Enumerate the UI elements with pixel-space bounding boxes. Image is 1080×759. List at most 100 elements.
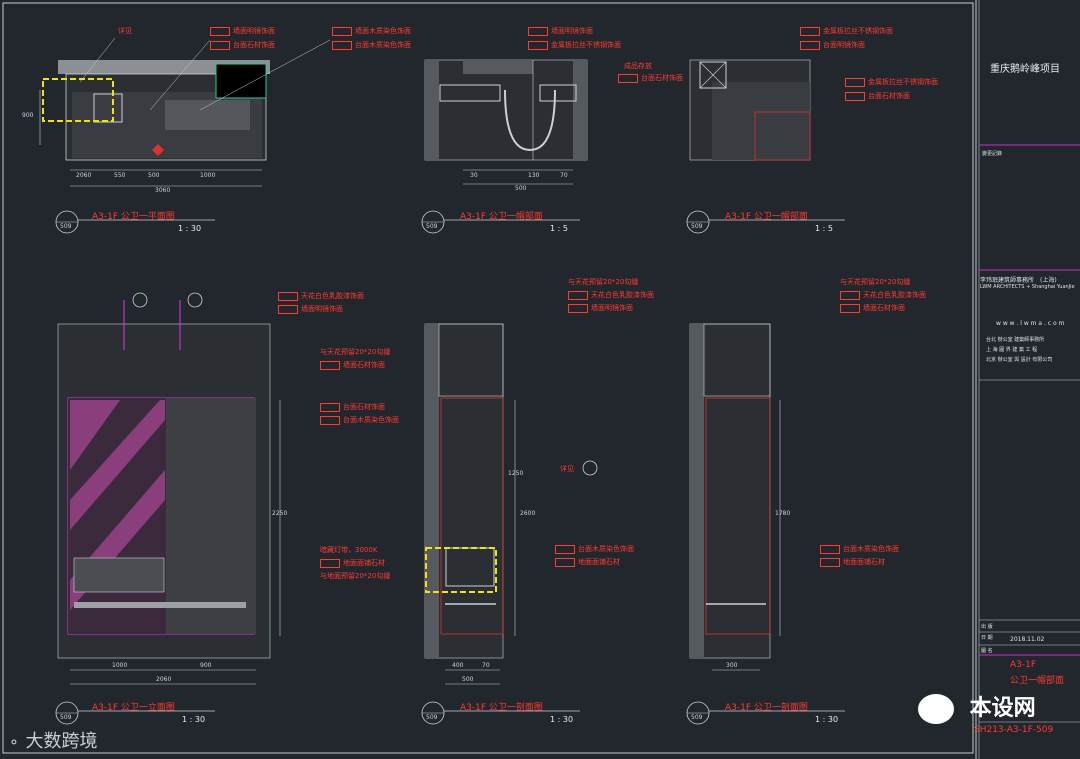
firm-line-1: 上 海 圓 界 建 築 工 程: [986, 347, 1038, 353]
firm-web: w w w . l w m a . c o m: [996, 320, 1065, 327]
dim-sec1-side-1: 2600: [520, 510, 536, 517]
view-num-4: 509: [426, 714, 438, 721]
dim-elev-1: 900: [200, 662, 212, 669]
dim-sec2-side: 1780: [775, 510, 791, 517]
view-title-4: A3-1F 公卫一剖面图: [460, 703, 543, 713]
highlight-box: [42, 78, 114, 122]
view-num-3: 509: [60, 714, 72, 721]
plan-note-2: 墙面木质染色饰面: [332, 26, 411, 36]
dim-sec1-0: 400: [452, 662, 464, 669]
dim-sec1-1: 70: [482, 662, 490, 669]
view-num-5: 509: [691, 714, 703, 721]
det1-note-0: 墙面明镜饰面: [528, 26, 593, 36]
elevation-view: [57, 292, 281, 685]
tb-label-3: 圖 名: [981, 648, 993, 654]
sec2-note-4: 地面面铺石材: [820, 557, 885, 567]
view-scale-5: 1 : 30: [815, 715, 839, 724]
tb-label-1: 出 版: [981, 624, 993, 630]
detail-1-view: [424, 59, 588, 185]
firm-name: 李玮珉建筑師事務所 (上海): [980, 277, 1057, 284]
sec2-note-2: 墙面石材饰面: [840, 303, 905, 313]
det1-note-2: 成品存放: [624, 62, 652, 70]
dim-plan-side: 900: [22, 112, 34, 119]
dim-elev-0: 1000: [112, 662, 128, 669]
view-num-2: 509: [691, 223, 703, 230]
drawing-number: SH213-A3-1F-509: [974, 725, 1054, 735]
dim-elev-2: 2060: [156, 676, 172, 683]
elev-note-1: 墙面明镜饰面: [278, 304, 343, 314]
dim-sec2-0: 300: [726, 662, 738, 669]
det2-note-1: 台面明镜饰面: [800, 40, 865, 50]
view-title-3: A3-1F 公卫一立面图: [92, 703, 175, 713]
view-scale-4: 1 : 30: [550, 715, 574, 724]
elev-note-4: 台面石材饰面: [320, 402, 385, 412]
view-title-markers: [55, 210, 845, 725]
sec1-note-4: 地面面铺石材: [555, 557, 620, 567]
dim-det1-1: 130: [528, 172, 540, 179]
view-scale-3: 1 : 30: [182, 715, 206, 724]
project-title: 重庆鹅岭峰项目: [990, 64, 1060, 75]
watermark-left: ⚬ 大数跨境: [8, 731, 98, 752]
elev-note-2: 与天花预留20*20勾缝: [320, 348, 391, 356]
view-title-0: A3-1F 公卫一平面图: [92, 212, 175, 222]
elev-note-3: 墙面石材饰面: [320, 360, 385, 370]
plan-note-1: 台面石材饰面: [210, 40, 275, 50]
elev-note-8: 与地面预留20*20勾缝: [320, 572, 391, 580]
view-title-1: A3-1F 公卫一帽部面: [460, 212, 543, 222]
firm-line-2: 北京 辦公室 與 設計 有限公司: [986, 357, 1053, 363]
det1-note-3: 台面石材饰面: [618, 73, 683, 83]
dim-det1-0: 30: [470, 172, 478, 179]
sec1-note-0: 与天花预留20*20勾缝: [568, 278, 639, 286]
sec2-note-0: 与天花预留20*20勾缝: [840, 278, 911, 286]
plan-note-0: 墙面明镜饰面: [210, 26, 275, 36]
dim-elev-side: 2250: [272, 510, 288, 517]
sec1-note-3: 台面木质染色饰面: [555, 544, 634, 554]
view-scale-0: 1 : 30: [178, 224, 202, 233]
plan-view: [39, 37, 331, 187]
det2-note-2: 金属板拉丝不锈钢饰面: [845, 77, 938, 87]
dim-det1-3: 500: [515, 185, 527, 192]
title-block-lines: [979, 144, 1080, 723]
firm-line-0: 台北 辦公室 建築師事務所: [986, 337, 1045, 343]
dim-sec1-2: 500: [462, 676, 474, 683]
revision-label: 變更記錄: [982, 151, 1003, 157]
tb-label-2: 日 期: [981, 635, 993, 641]
dim-det1-2: 70: [560, 172, 568, 179]
view-scale-2: 1 : 5: [815, 224, 833, 233]
sec1-note-2: 墙面明镜饰面: [568, 303, 633, 313]
det2-note-3: 台面石材饰面: [845, 91, 910, 101]
view-num-1: 509: [426, 223, 438, 230]
plan-note-3: 台面木质染色饰面: [332, 40, 411, 50]
sec1-detail-label: 详见: [560, 465, 574, 473]
firm-name-en: LWM ARCHITECTS + Shanghai YuanJie: [980, 284, 1075, 290]
view-title-5: A3-1F 公卫一剖面图: [725, 703, 808, 713]
elev-note-7: 地面面铺石材: [320, 558, 385, 568]
sec2-note-1: 天花白色乳胶漆饰面: [840, 290, 926, 300]
detail-2-view: [689, 59, 811, 161]
sec1-note-1: 天花白色乳胶漆饰面: [568, 290, 654, 300]
wechat-icon: [918, 694, 954, 724]
dim-plan-0: 2060: [76, 172, 92, 179]
det2-note-0: 金属板拉丝不锈钢饰面: [800, 26, 893, 36]
sec2-note-3: 台面木质染色饰面: [820, 544, 899, 554]
dim-sec1-side-0: 1250: [508, 470, 524, 477]
view-num-0: 509: [60, 223, 72, 230]
plan-detail-label: 详见: [118, 27, 132, 35]
det1-note-1: 金属板拉丝不锈钢饰面: [528, 40, 621, 50]
elev-note-0: 天花白色乳胶漆饰面: [278, 291, 364, 301]
section-2-view: [689, 323, 781, 671]
section-1-view: [424, 323, 598, 685]
dim-plan-3: 1000: [200, 172, 216, 179]
dim-plan-1: 550: [114, 172, 126, 179]
view-title-2: A3-1F 公卫一帽部面: [725, 212, 808, 222]
dim-plan-4: 3060: [155, 187, 171, 194]
elev-note-6: 暗藏灯带，3000K: [320, 546, 378, 554]
dim-plan-2: 500: [148, 172, 160, 179]
watermark-right: 本设网: [918, 690, 1036, 724]
sheet-name-1: A3-1F: [1010, 660, 1037, 670]
watermark-left-logo-icon: ⚬: [8, 735, 20, 751]
sheet-name-2: 公卫一帽部面: [1010, 676, 1065, 686]
sheet-date: 2018.11.02: [1010, 636, 1045, 643]
drawing-border: [2, 2, 974, 754]
